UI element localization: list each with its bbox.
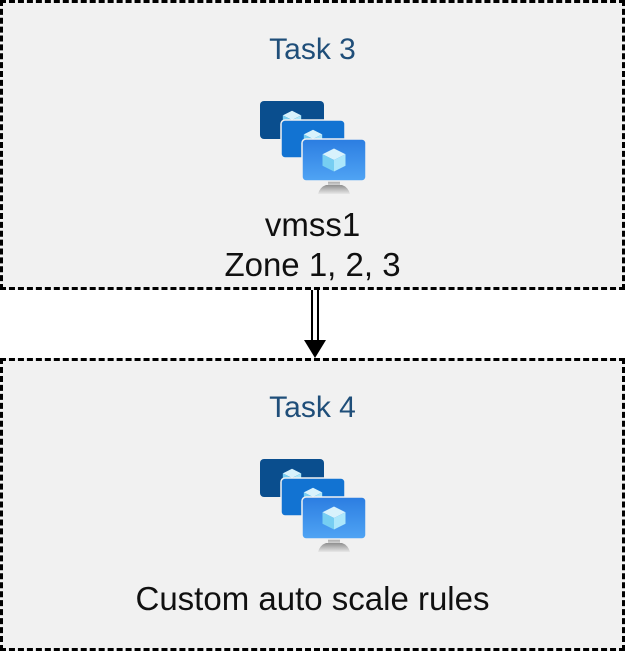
- zone-label: Zone 1, 2, 3: [224, 246, 401, 283]
- autoscale-label: Custom auto scale rules: [135, 580, 490, 617]
- vmss-icon: [259, 101, 366, 194]
- vmss-name-label: vmss1: [264, 206, 361, 243]
- task3-title: Task 3: [269, 33, 356, 66]
- task4-box: Task 4 Custom auto scale rules: [0, 358, 625, 651]
- task3-box: Task 3 vmss1 Zone 1, 2, 3: [0, 0, 625, 290]
- task4-caption: Custom auto scale rules: [136, 579, 490, 619]
- vmss-icon: [259, 459, 366, 552]
- task4-title: Task 4: [269, 391, 356, 424]
- task3-caption: vmss1 Zone 1, 2, 3: [224, 205, 400, 285]
- arrow-down-connector: [304, 290, 326, 358]
